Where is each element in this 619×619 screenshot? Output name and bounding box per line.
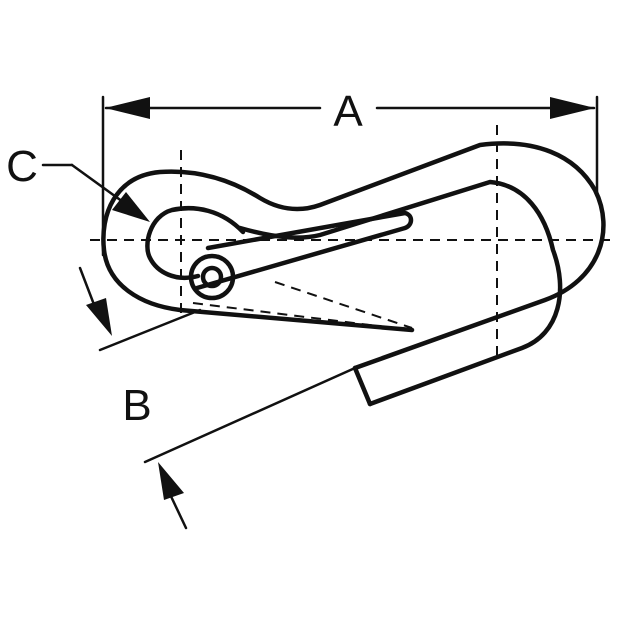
dimension-a-arrow-left <box>105 97 150 119</box>
dimension-a: A <box>101 87 599 257</box>
hook-inner-contour <box>237 179 563 407</box>
dimension-a-label: A <box>333 87 363 136</box>
gate-pivot-outer <box>188 253 236 301</box>
gate-lever <box>194 210 414 291</box>
dimension-b-label: B <box>122 381 151 430</box>
dimension-a-arrow-right <box>550 97 595 119</box>
dimension-c: C <box>6 142 150 222</box>
dimension-b-arrow-upper <box>86 298 112 336</box>
dimension-c-arrow <box>112 192 150 222</box>
hook-body <box>101 141 606 407</box>
dimension-b-extension-upper <box>98 308 202 352</box>
eye-hole <box>145 206 246 280</box>
hook-outer-contour <box>101 141 606 371</box>
spring-gate <box>188 210 414 331</box>
dimension-b: B <box>78 266 357 530</box>
gate-open-position-upper <box>274 281 413 329</box>
dimension-b-arrow-lower <box>158 462 184 500</box>
dimension-c-label: C <box>6 142 38 191</box>
gate-open-position-lower <box>192 302 411 331</box>
gate-pivot-pin <box>200 265 224 289</box>
centerlines <box>90 125 612 355</box>
hook-tip-end <box>352 365 373 407</box>
dimension-b-extension-lower <box>143 366 357 464</box>
